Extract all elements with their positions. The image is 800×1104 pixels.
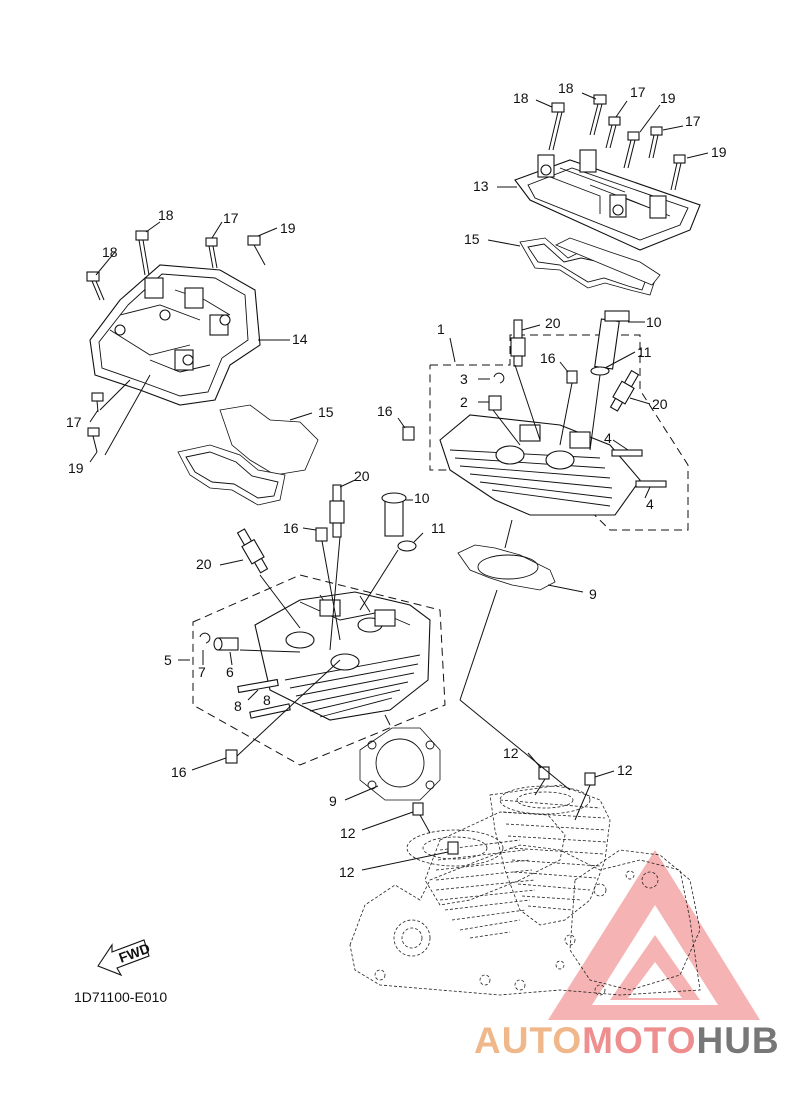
label-16: 16 — [283, 520, 299, 536]
fwd-arrow-icon: FWD — [97, 939, 152, 977]
label-9: 9 — [589, 586, 597, 602]
front-head-gasket — [344, 714, 441, 801]
cylinder-dowels — [361, 699, 615, 871]
label-19: 19 — [660, 90, 676, 106]
label-17: 17 — [630, 84, 646, 100]
watermark-part-moto: MOTO — [582, 1020, 697, 1061]
front-head-assy-box — [178, 574, 446, 766]
label-16: 16 — [540, 350, 556, 366]
front-cover-gasket — [177, 404, 319, 506]
rear-cover-bolts — [497, 92, 709, 191]
label-14: 14 — [292, 331, 308, 347]
label-18: 18 — [102, 244, 118, 260]
label-17: 17 — [66, 414, 82, 430]
watermark-part-hub: HUB — [696, 1020, 780, 1061]
label-5: 5 — [164, 652, 172, 668]
label-1: 1 — [437, 321, 445, 337]
label-12: 12 — [340, 825, 356, 841]
diagram-code: 1D71100-E010 — [74, 989, 168, 1005]
label-7: 7 — [198, 664, 206, 680]
label-12: 12 — [503, 745, 519, 761]
label-12: 12 — [339, 864, 355, 880]
label-17: 17 — [223, 210, 239, 226]
rocker-cover-rear — [514, 149, 701, 251]
watermark-logo-triangle — [548, 850, 760, 1020]
label-18: 18 — [558, 80, 574, 96]
watermark-text: AUTOMOTOHUB — [474, 1020, 780, 1062]
watermark-part-auto: AUTO — [474, 1020, 583, 1061]
label-10: 10 — [414, 490, 430, 506]
rear-cylinder-head — [439, 414, 641, 516]
label-12: 12 — [617, 762, 633, 778]
label-15: 15 — [318, 404, 334, 420]
label-4: 4 — [604, 430, 612, 446]
label-4: 4 — [646, 496, 654, 512]
label-13: 13 — [473, 178, 489, 194]
label-17: 17 — [685, 113, 701, 129]
front-head-small-parts — [191, 479, 424, 771]
label-19: 19 — [711, 144, 727, 160]
front-cover-bolts — [86, 221, 278, 463]
label-20: 20 — [545, 315, 561, 331]
label-3: 3 — [460, 371, 468, 387]
label-8: 8 — [263, 692, 271, 708]
label-6: 6 — [226, 664, 234, 680]
label-19: 19 — [280, 220, 296, 236]
label-18: 18 — [513, 90, 529, 106]
rocker-cover-front — [89, 264, 290, 406]
label-16: 16 — [171, 764, 187, 780]
label-8: 8 — [234, 698, 242, 714]
label-18: 18 — [158, 207, 174, 223]
label-9: 9 — [329, 793, 337, 809]
label-20: 20 — [354, 468, 370, 484]
rear-cover-gasket — [487, 237, 661, 296]
front-cylinder-head — [254, 591, 431, 721]
label-2: 2 — [460, 394, 468, 410]
label-19: 19 — [68, 460, 84, 476]
label-11: 11 — [431, 520, 446, 536]
label-10: 10 — [646, 314, 662, 330]
label-20: 20 — [196, 556, 212, 572]
part-labels: 18 18 17 19 17 19 13 15 18 17 19 18 14 1… — [66, 80, 727, 880]
rear-head-small-parts — [397, 310, 667, 499]
label-11: 11 — [637, 344, 652, 360]
rear-head-gasket — [457, 519, 584, 701]
engine-crankcase — [349, 784, 701, 996]
label-15: 15 — [464, 231, 480, 247]
label-20: 20 — [652, 396, 668, 412]
label-16: 16 — [377, 403, 393, 419]
